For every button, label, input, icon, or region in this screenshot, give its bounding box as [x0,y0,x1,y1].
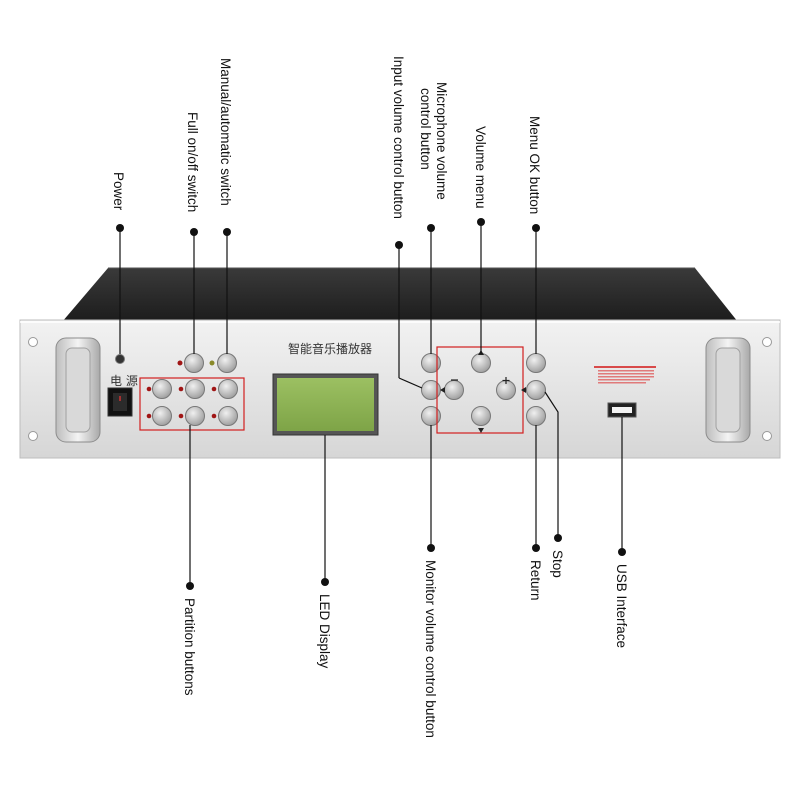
power-switch-label: 电 源 [110,374,138,388]
return-button[interactable] [526,406,546,426]
volume-left-button[interactable] [444,380,464,400]
left-handle [55,337,101,443]
partition-button-1[interactable] [152,379,172,399]
direction-pad [440,350,516,433]
volume-up-button[interactable] [471,353,491,373]
callout-leaders [116,218,626,590]
partition-button-6[interactable] [218,406,238,426]
manual-auto-led [209,360,215,366]
led-display [272,373,379,436]
callout-power: Power [111,172,126,211]
partition-button-5[interactable] [185,406,205,426]
callout-mic-volume-1: Microphone volume [434,82,449,200]
callout-manual-auto: Manual/automatic switch [218,58,233,206]
chassis-top [62,267,738,322]
full-switch-led [177,360,183,366]
callout-full-switch: Full on/off switch [185,112,200,212]
right-handle [705,337,751,443]
front-panel [19,319,781,459]
device-title: 智能音乐播放器 [288,341,372,356]
full-switch-button[interactable] [184,353,204,373]
volume-down-button[interactable] [471,406,491,426]
callout-volume-menu: Volume menu [473,126,488,209]
mic-volume-button[interactable] [421,353,441,373]
partition-button-4[interactable] [152,406,172,426]
manual-auto-button[interactable] [217,353,237,373]
warning-text-block [594,366,656,384]
callout-usb: USB Interface [614,564,629,648]
power-switch[interactable] [107,387,133,417]
usb-port[interactable] [607,402,637,418]
callout-stop: Stop [550,550,565,578]
callout-partition: Partition buttons [182,598,197,696]
callout-led-display: LED Display [317,594,332,669]
callout-monitor-volume: Monitor volume control button [423,560,438,738]
input-volume-button[interactable] [421,380,441,400]
mounting-holes [28,337,772,441]
stop-button[interactable] [526,380,546,400]
left-arrow-icon [440,387,445,393]
partition-button-3[interactable] [218,379,238,399]
partition-button-2[interactable] [185,379,205,399]
left-arrow-icon [521,387,526,393]
partition-buttons [146,379,238,426]
partition-buttons-box [139,377,245,431]
down-arrow-icon [478,428,484,433]
power-indicator-light [115,354,125,364]
callout-return: Return [528,560,543,601]
menu-ok-button[interactable] [526,353,546,373]
callout-input-volume: Input volume control button [391,56,406,219]
callout-mic-volume-2: control button [418,88,433,170]
monitor-volume-button[interactable] [421,406,441,426]
callout-menu-ok: Menu OK button [527,116,542,214]
